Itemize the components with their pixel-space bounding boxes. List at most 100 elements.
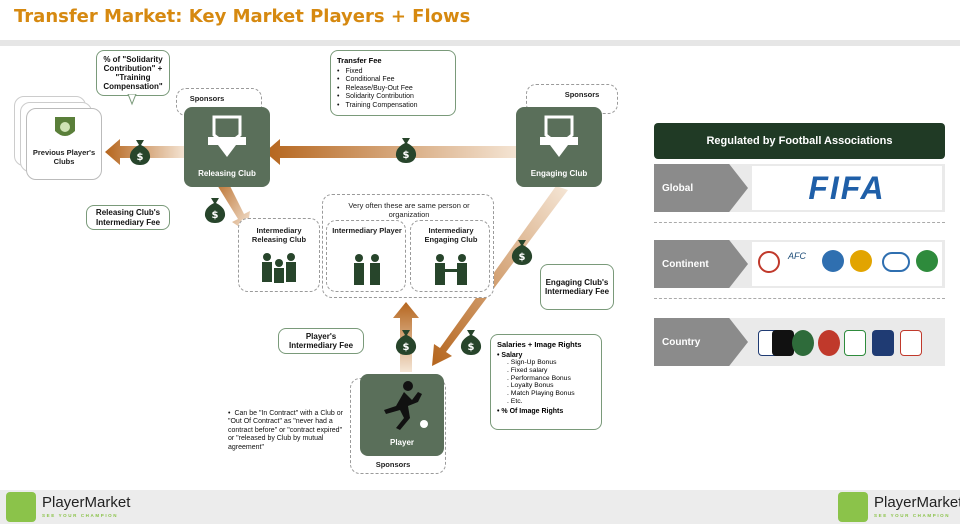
player-fee-callout: Player's Intermediary Fee <box>278 328 364 354</box>
regulation-row-continent: Continent AFC <box>654 240 945 288</box>
salary-item-text: Etc. <box>510 398 523 406</box>
footballer-icon <box>384 381 428 430</box>
money-symbol: $ <box>403 342 410 353</box>
salary-item: . Loyalty Bonus <box>507 382 554 390</box>
germany-dfb-logo-icon <box>792 330 814 356</box>
transfer-fee-item: Release/Buy-Out Fee <box>337 85 449 93</box>
continent-logos: AFC <box>752 242 942 286</box>
money-bag-icon: $ <box>459 326 483 356</box>
callout-pointer <box>127 94 137 106</box>
italy-figc-logo-icon <box>772 330 794 356</box>
row-divider <box>654 298 945 299</box>
releasing-club-label: Releasing Club <box>198 169 256 178</box>
transfer-fee-callout: Transfer Fee Fixed Conditional Fee Relea… <box>330 50 456 116</box>
salary-item: . Match Playing Bonus <box>507 390 575 398</box>
money-symbol: $ <box>212 210 219 221</box>
fifa-logo: FIFA <box>752 166 942 210</box>
caf-logo-icon <box>916 250 938 272</box>
intermediary-releasing-label: Intermediary Releasing Club <box>251 226 307 244</box>
transfer-fee-item: Fixed <box>337 68 449 76</box>
salary-label: • Salary <box>497 352 523 359</box>
player-note: •Can be "In Contract" with a Club or "Ou… <box>228 410 344 452</box>
regulation-row-country: Country <box>654 318 945 366</box>
france-fff-logo-icon <box>872 330 894 356</box>
engaging-club-node: Engaging Club <box>516 107 602 187</box>
intermediary-releasing-box: Intermediary Releasing Club <box>238 218 320 292</box>
transfer-fee-item: Conditional Fee <box>337 76 449 84</box>
salary-items: . Sign-Up Bonus . Fixed salary . Perform… <box>497 359 595 406</box>
money-symbol: $ <box>519 252 526 263</box>
money-symbol: $ <box>468 342 475 353</box>
previous-clubs-card: Previous Player's Clubs <box>26 108 102 180</box>
italia-logo-icon <box>844 330 866 356</box>
intermediary-engaging-label: Intermediary Engaging Club <box>424 226 478 244</box>
sponsors-releasing-label: Sponsors <box>189 94 225 103</box>
business-people-icon <box>354 254 380 285</box>
brand-name: PlayerMarket <box>42 494 131 511</box>
image-rights-text: % Of Image Rights <box>501 407 564 415</box>
previous-clubs-label: Previous Player's Clubs <box>32 148 96 166</box>
solidarity-callout: % of "Solidarity Contribution" + "Traini… <box>96 50 170 96</box>
shield-icon <box>540 115 578 157</box>
handshake-icon <box>435 254 467 285</box>
transfer-fee-item: Solidarity Contribution <box>337 93 449 101</box>
footer-bar: PlayerMarket SEE YOUR CHAMPION PlayerMar… <box>0 490 960 524</box>
releasing-fee-callout: Releasing Club's Intermediary Fee <box>86 205 170 230</box>
player-label: Player <box>389 438 415 447</box>
money-bag-icon: $ <box>394 134 418 164</box>
salary-item-text: Loyalty Bonus <box>510 382 554 390</box>
club-badge-icon <box>55 117 75 136</box>
row-label-global: Global <box>654 164 748 212</box>
salary-item: . Performance Bonus <box>507 374 571 382</box>
brand-tagline: SEE YOUR CHAMPION <box>42 513 119 518</box>
transfer-fee-item: Training Compensation <box>337 102 449 110</box>
brand-name: PlayerMarket <box>874 494 960 511</box>
salaries-callout: Salaries + Image Rights • Salary . Sign-… <box>490 334 602 430</box>
money-bag-icon: $ <box>203 194 227 224</box>
page-title: Transfer Market: Key Market Players + Fl… <box>14 6 471 27</box>
same-person-note: Very often these are same person or orga… <box>348 201 470 219</box>
ofc-logo-icon <box>882 252 910 272</box>
salaries-heading: Salaries + Image Rights <box>497 340 582 349</box>
people-icon <box>262 253 296 283</box>
concacaf-logo-icon <box>850 250 872 272</box>
player-note-text: Can be "In Contract" with a Club or "Out… <box>228 410 343 451</box>
shield-icon <box>208 115 246 157</box>
money-bag-icon: $ <box>510 236 534 266</box>
money-bag-icon: $ <box>128 136 152 166</box>
arrow-releasing-intermediary <box>214 174 250 232</box>
salary-item-text: Performance Bonus <box>510 374 571 382</box>
money-symbol: $ <box>137 152 144 163</box>
salary-item: . Sign-Up Bonus <box>507 359 557 366</box>
row-divider <box>654 222 945 223</box>
intermediary-player-label: Intermediary Player <box>332 226 402 235</box>
russia-rfu-logo-icon <box>900 330 922 356</box>
engaging-fee-callout: Engaging Club's Intermediary Fee <box>540 264 614 310</box>
salary-item-text: Fixed salary <box>510 366 548 374</box>
row-label-continent: Continent <box>654 240 748 288</box>
arrow-salaries <box>432 186 568 366</box>
arrow-transfer-fee <box>265 139 520 165</box>
image-rights-item: • % Of Image Rights <box>497 407 564 415</box>
player-node: Player <box>360 374 444 456</box>
conmebol-logo-icon <box>822 250 844 272</box>
title-divider <box>0 40 960 46</box>
salary-label-text: Salary <box>501 352 523 359</box>
sponsors-engaging-label: Sponsors <box>564 90 600 99</box>
country-logos <box>752 320 942 364</box>
playermarket-logo-icon <box>838 492 868 522</box>
row-label-country: Country <box>654 318 748 366</box>
bullet-mark: • <box>228 410 231 417</box>
sponsors-player-label: Sponsors <box>375 460 411 469</box>
salary-item-text: Sign-Up Bonus <box>510 359 557 366</box>
transfer-fee-heading: Transfer Fee <box>337 56 382 65</box>
uefa-logo-icon <box>758 251 780 273</box>
salary-item: . Etc. <box>507 398 523 406</box>
releasing-club-node: Releasing Club <box>184 107 270 187</box>
regulation-row-global: Global FIFA <box>654 164 945 212</box>
regulation-header: Regulated by Football Associations <box>654 123 945 159</box>
transfer-fee-list: Fixed Conditional Fee Release/Buy-Out Fe… <box>337 68 449 110</box>
brand-tagline: SEE YOUR CHAMPION <box>874 513 951 518</box>
spain-rfef-logo-icon <box>818 330 840 356</box>
